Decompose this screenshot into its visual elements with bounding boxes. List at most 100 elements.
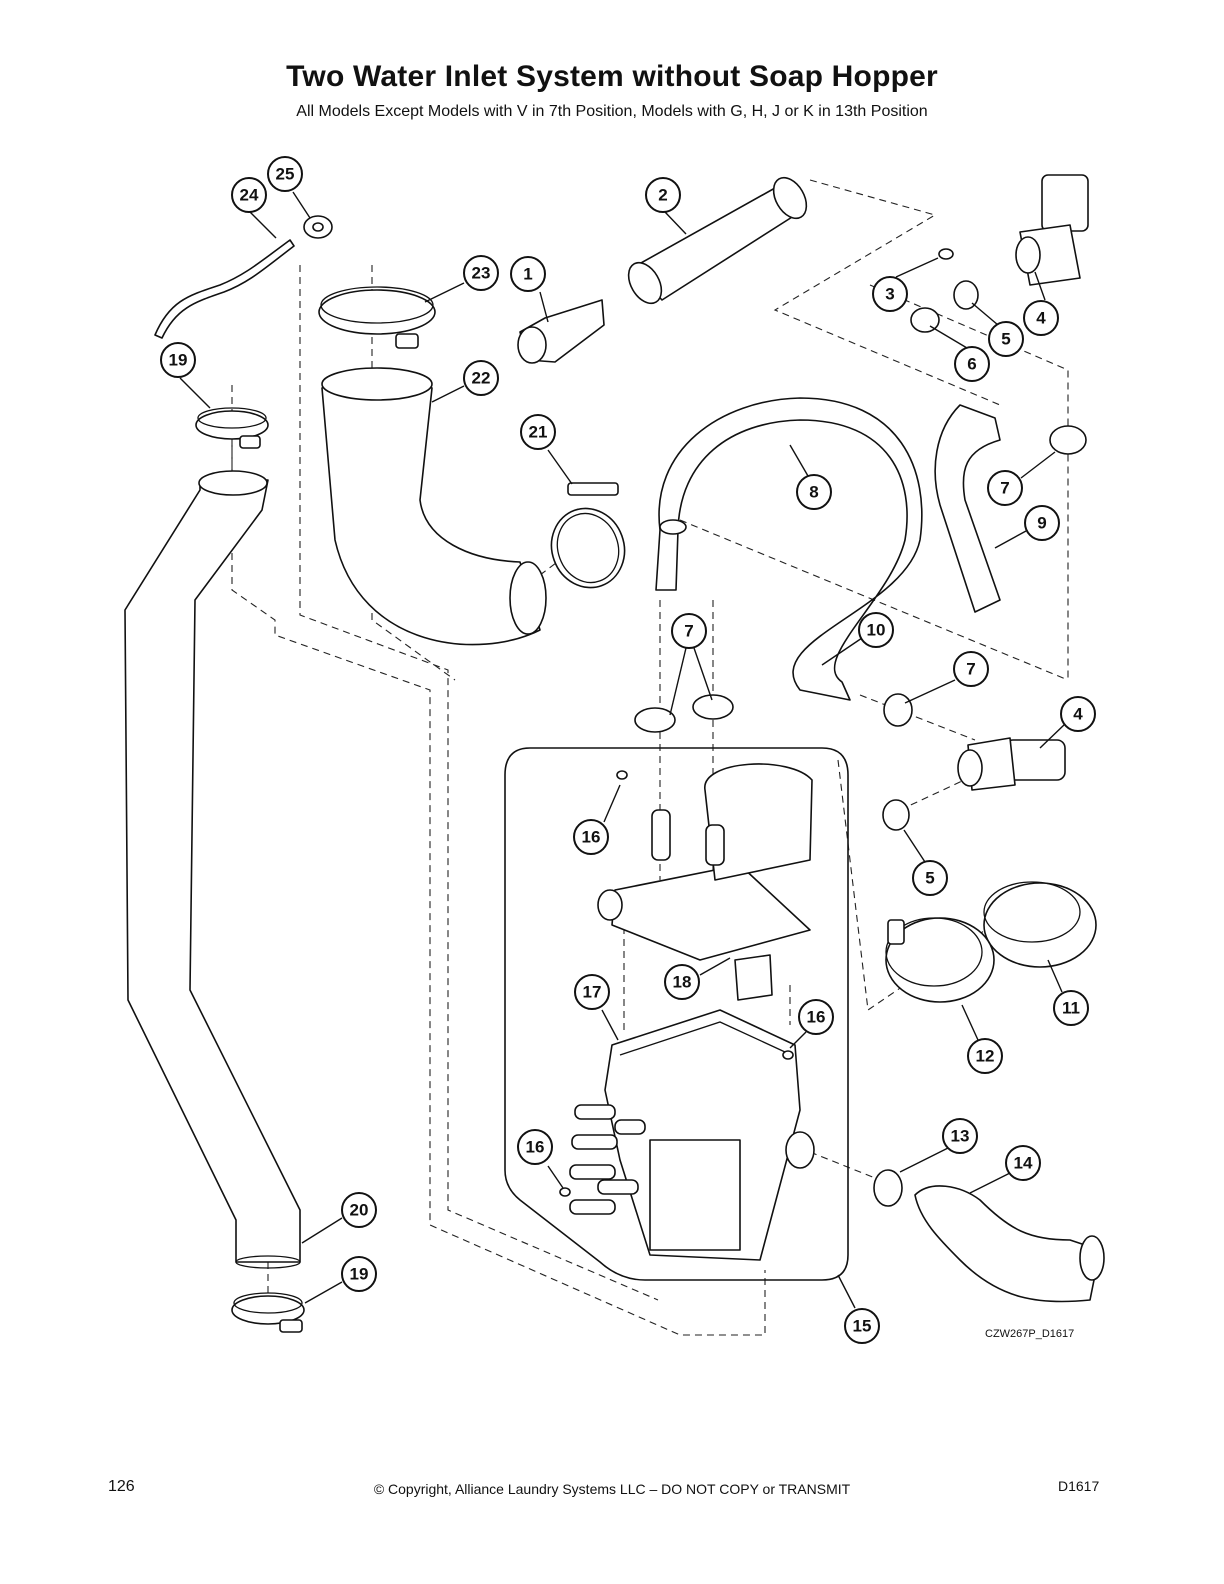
svg-text:7: 7 — [684, 622, 693, 641]
svg-text:17: 17 — [583, 983, 602, 1002]
svg-text:7: 7 — [1000, 479, 1009, 498]
callout-2: 2 — [645, 177, 681, 213]
drawing-reference: CZW267P_D1617 — [985, 1328, 1075, 1340]
callout-12: 12 — [967, 1038, 1003, 1074]
svg-text:7: 7 — [966, 660, 975, 679]
callout-7-c: 7 — [953, 651, 989, 687]
callout-5: 5 — [988, 321, 1024, 357]
svg-text:19: 19 — [350, 1265, 369, 1284]
long-hose-part-20 — [124, 479, 301, 1263]
callout-10: 10 — [858, 612, 894, 648]
callout-19-b: 19 — [341, 1256, 377, 1292]
valve-part-4-top — [1015, 174, 1089, 286]
svg-text:13: 13 — [951, 1127, 970, 1146]
callout-23: 23 — [463, 255, 499, 291]
screw-part-16-a — [616, 770, 628, 780]
svg-text:21: 21 — [529, 423, 548, 442]
inlet-hose-part-2 — [627, 176, 808, 305]
svg-text:16: 16 — [807, 1008, 826, 1027]
callout-18: 18 — [664, 964, 700, 1000]
screw-part-16-b — [782, 1050, 794, 1060]
svg-text:23: 23 — [472, 264, 491, 283]
callout-13: 13 — [942, 1118, 978, 1154]
callout-6: 6 — [954, 346, 990, 382]
lid-part-18 — [611, 864, 811, 961]
page-number: 126 — [108, 1478, 135, 1495]
callout-5-b: 5 — [912, 860, 948, 896]
svg-text:10: 10 — [867, 621, 886, 640]
clamp-part-7-c — [692, 694, 734, 720]
svg-text:19: 19 — [169, 351, 188, 370]
svg-text:16: 16 — [526, 1138, 545, 1157]
svg-text:11: 11 — [1062, 999, 1080, 1018]
hose-part-8-10 — [655, 397, 923, 701]
callout-20: 20 — [341, 1192, 377, 1228]
clamp-part-13 — [873, 1169, 903, 1207]
callout-7-b: 7 — [671, 613, 707, 649]
tube-part-24 — [154, 239, 295, 339]
valve-part-4-mid — [957, 737, 1066, 791]
svg-text:6: 6 — [967, 355, 976, 374]
svg-text:16: 16 — [582, 828, 601, 847]
callout-16-b: 16 — [798, 999, 834, 1035]
svg-text:4: 4 — [1036, 309, 1046, 328]
callout-22: 22 — [463, 360, 499, 396]
document-code: D1617 — [1058, 1478, 1100, 1494]
callouts: 1 2 3 4 5 6 7 8 9 10 7 7 7 4 5 11 12 13 … — [160, 156, 1096, 1344]
clamp-part-23 — [318, 286, 436, 349]
strainer-part-5-top — [953, 280, 979, 310]
callout-25: 25 — [267, 156, 303, 192]
clamp-part-19-top — [195, 407, 269, 449]
callout-21: 21 — [520, 414, 556, 450]
callout-9: 9 — [1024, 505, 1060, 541]
copyright-notice: © Copyright, Alliance Laundry Systems LL… — [373, 1481, 851, 1497]
washer-part-6 — [910, 307, 940, 333]
part-illustrations — [124, 174, 1105, 1333]
leader-lines — [179, 191, 1066, 1309]
callout-16-c: 16 — [517, 1129, 553, 1165]
svg-text:9: 9 — [1037, 514, 1046, 533]
clamp-part-19-bottom — [231, 1292, 305, 1333]
page-title: Two Water Inlet System without Soap Hopp… — [286, 60, 938, 93]
fitting-part-1 — [517, 299, 605, 364]
svg-text:5: 5 — [925, 869, 934, 888]
clamp-part-7-d — [883, 693, 913, 727]
svg-text:2: 2 — [658, 186, 667, 205]
ring-part-11 — [983, 881, 1097, 968]
clamp-part-12 — [885, 917, 995, 1003]
svg-text:24: 24 — [240, 186, 259, 205]
callout-4: 4 — [1023, 300, 1059, 336]
callout-17: 17 — [574, 974, 610, 1010]
svg-text:1: 1 — [523, 265, 532, 284]
dispenser-assembly-part-15 — [504, 747, 849, 1281]
screw-part-3 — [938, 248, 954, 260]
screw-part-16-c — [559, 1187, 571, 1197]
svg-text:3: 3 — [885, 285, 894, 304]
callout-19-a: 19 — [160, 342, 196, 378]
elbow-hose-part-22 — [321, 373, 541, 646]
svg-text:12: 12 — [976, 1047, 995, 1066]
svg-text:18: 18 — [673, 973, 692, 992]
svg-text:25: 25 — [276, 165, 295, 184]
hose-part-14 — [914, 1185, 1101, 1303]
svg-text:22: 22 — [472, 369, 491, 388]
svg-text:14: 14 — [1014, 1154, 1033, 1173]
clamp-part-21 — [550, 482, 626, 589]
svg-text:8: 8 — [809, 483, 818, 502]
callout-7: 7 — [987, 470, 1023, 506]
clamp-part-7-b — [634, 707, 676, 733]
elbow-hose-part-9 — [934, 404, 1001, 613]
tub-ports — [569, 1104, 815, 1215]
callout-1: 1 — [510, 256, 546, 292]
callout-16-a: 16 — [573, 819, 609, 855]
callout-11: 11 — [1053, 990, 1089, 1026]
callout-15: 15 — [844, 1308, 880, 1344]
clamp-part-7-a — [1049, 425, 1087, 455]
callout-14: 14 — [1005, 1145, 1041, 1181]
grommet-part-25 — [303, 215, 333, 239]
strainer-part-5-mid — [882, 799, 910, 831]
callout-3: 3 — [872, 276, 908, 312]
svg-text:4: 4 — [1073, 705, 1083, 724]
svg-text:20: 20 — [350, 1201, 369, 1220]
